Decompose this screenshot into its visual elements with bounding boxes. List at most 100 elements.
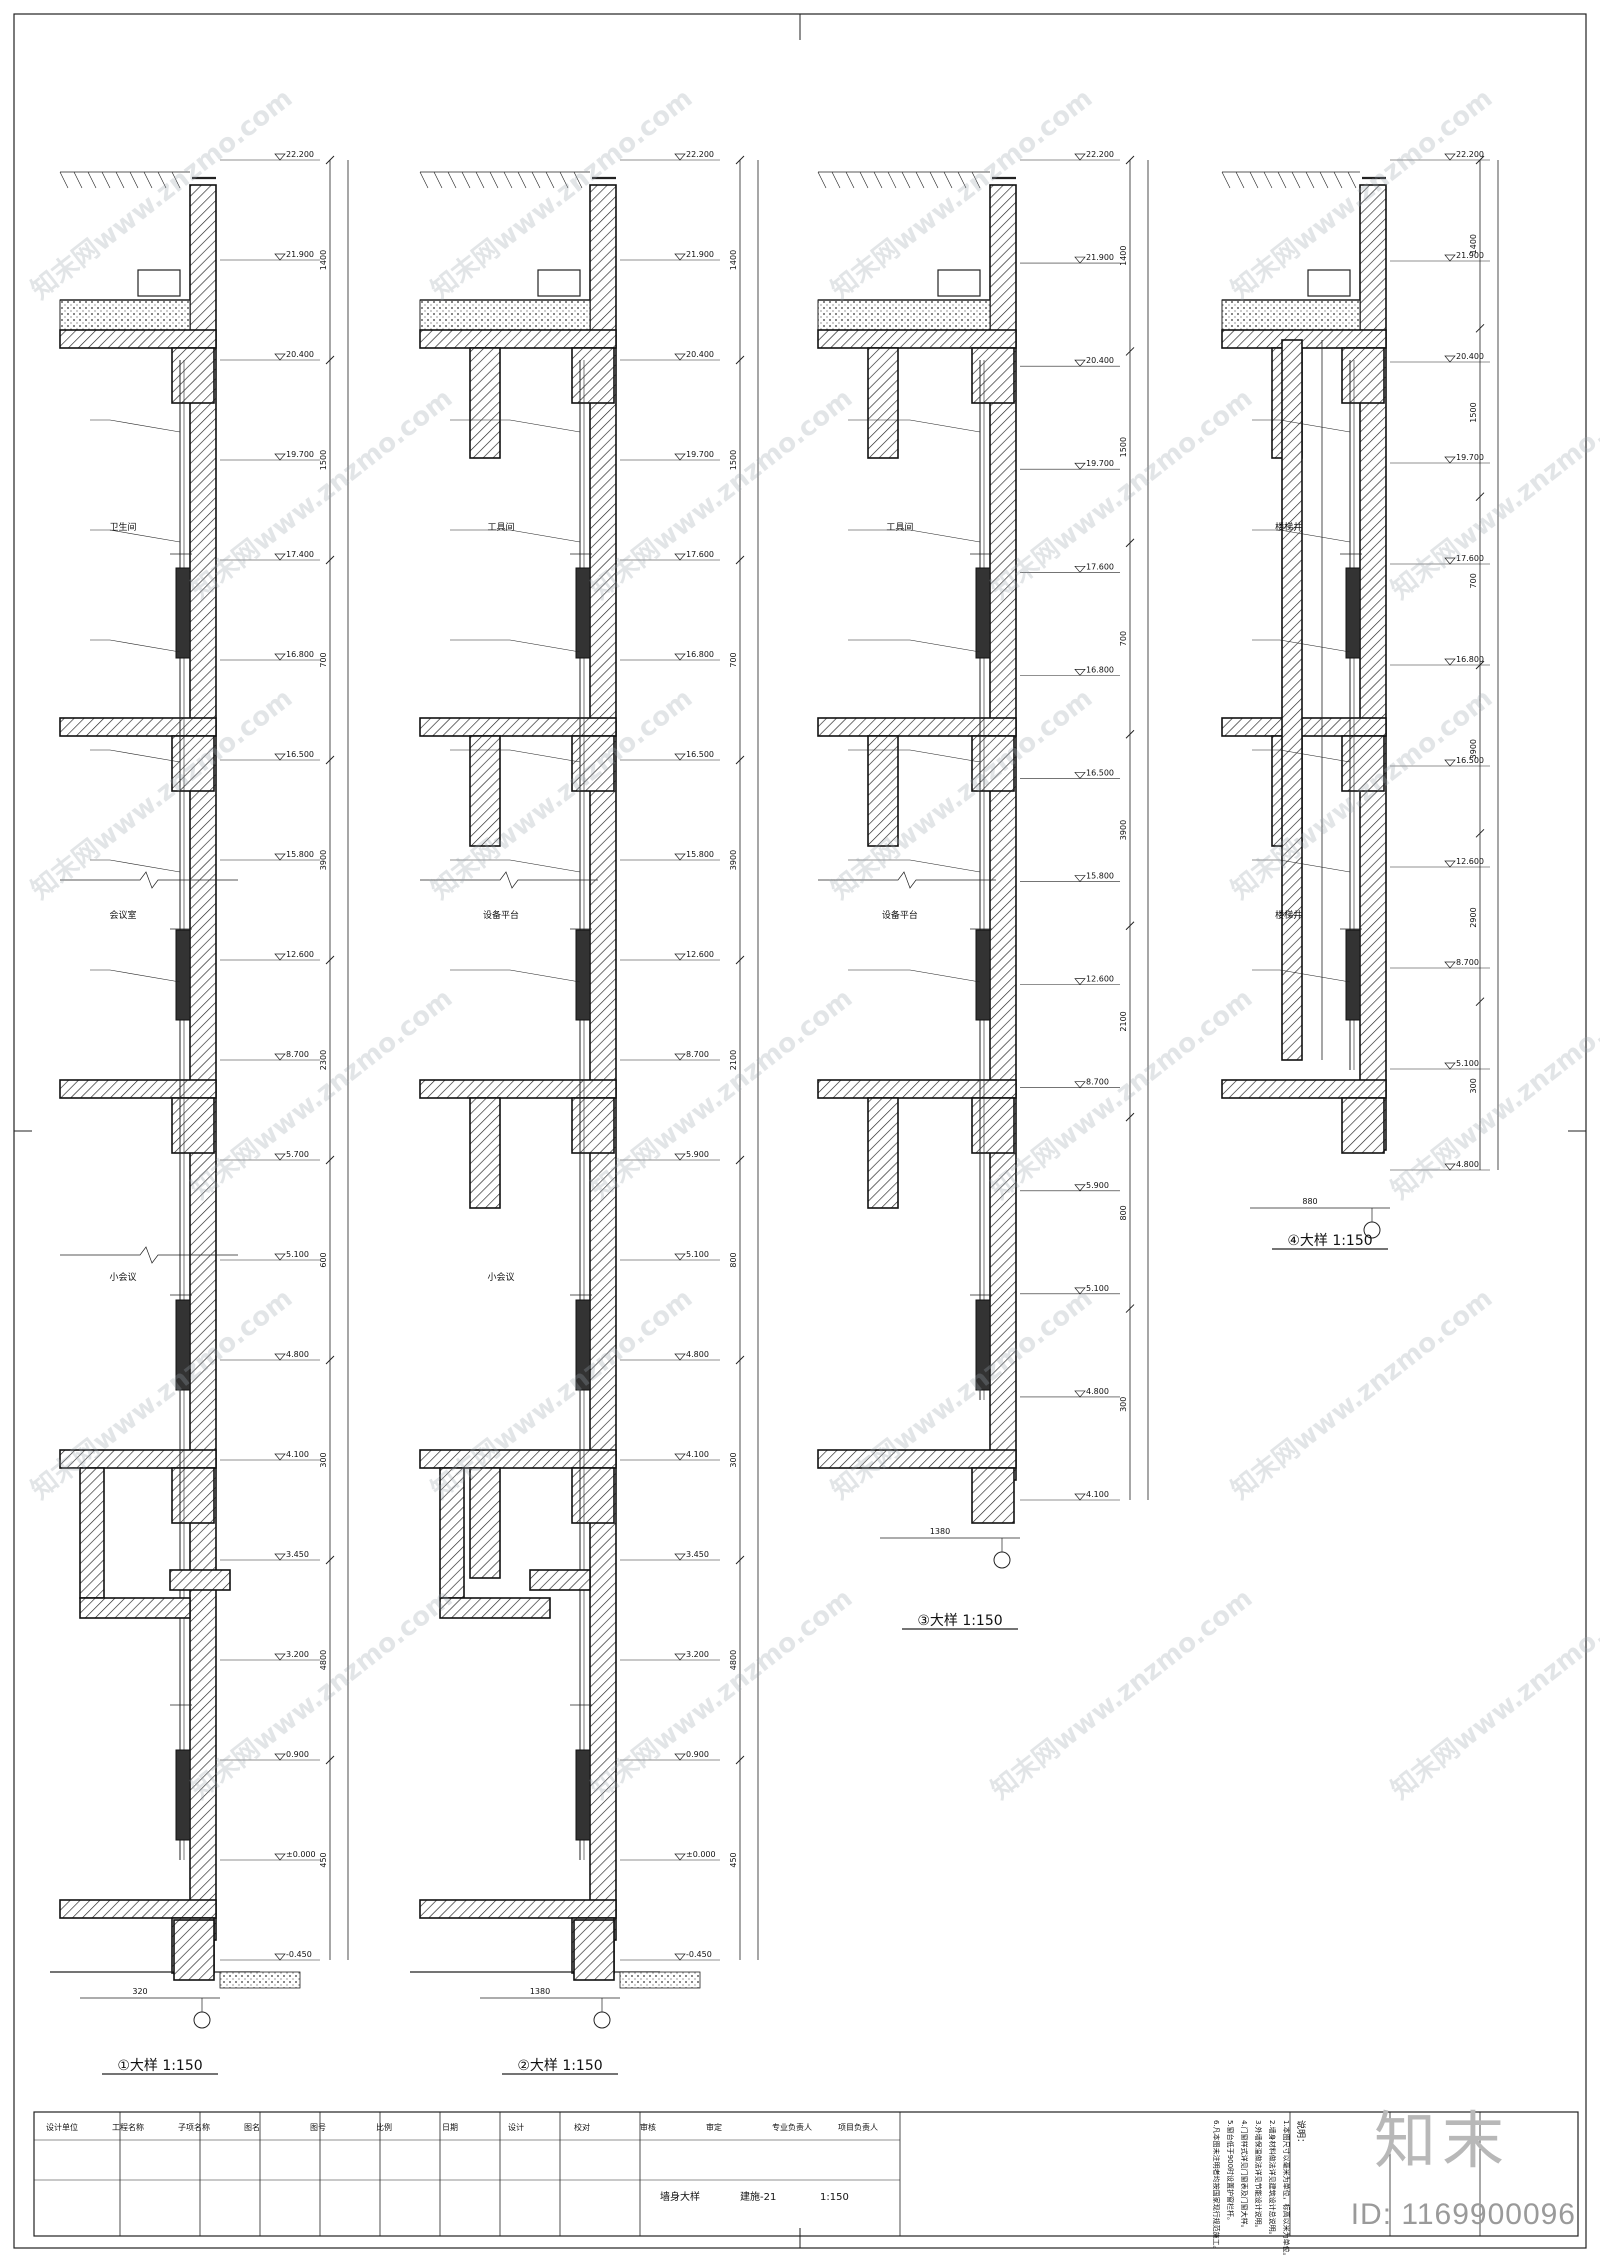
floor-slab (59, 329, 217, 404)
title-field-label: 设计单位 (46, 2122, 78, 2132)
dimension-tick (325, 1755, 335, 1765)
level-value: 12.600 (286, 950, 314, 959)
title-field-label: 比例 (376, 2122, 392, 2132)
dimension-tick (735, 1755, 745, 1765)
room-label: 工具间 (886, 521, 913, 533)
break-line (420, 871, 598, 889)
spandrel-panel (175, 1299, 191, 1391)
level-symbol (274, 1653, 286, 1661)
level-symbol (674, 1153, 686, 1161)
dimension-tick (735, 1155, 745, 1165)
gutter (1307, 269, 1351, 297)
level-symbol (1444, 456, 1456, 464)
dimension-value: 4800 (729, 1650, 738, 1670)
terrace-grass (461, 171, 471, 189)
leader-line (109, 969, 181, 983)
level-value: 16.800 (686, 650, 714, 659)
level-value: 22.200 (286, 150, 314, 159)
level-value: ±0.000 (286, 1850, 316, 1859)
level-symbol (674, 853, 686, 861)
level-value: 12.600 (1086, 975, 1114, 984)
floor-slab (817, 329, 1017, 459)
level-symbol (274, 1353, 286, 1361)
floor-slab (1221, 1079, 1387, 1154)
watermark-text: 知末网www.znzmo.com (586, 383, 858, 605)
dimension-value: 1400 (729, 250, 738, 270)
detail-caption: ①大样 1:150 (117, 2058, 202, 2074)
level-value: 4.800 (686, 1350, 709, 1359)
level-value: 17.600 (1086, 562, 1114, 571)
watermark-text: 知末网www.znzmo.com (426, 83, 698, 305)
terrace-grass (957, 171, 967, 189)
title-field-value: 1:150 (820, 2192, 849, 2203)
leader-line (1279, 419, 1351, 433)
level-marks: 22.20021.90020.40019.70017.60016.80016.5… (1390, 150, 1490, 1171)
level-symbol (1444, 355, 1456, 363)
leader-line (909, 639, 981, 653)
room-label: 会议室 (109, 909, 136, 921)
terrace-grass (73, 171, 83, 189)
slab (419, 1449, 617, 1469)
axis-bubble (193, 2011, 211, 2029)
inner-beam (469, 347, 501, 459)
level-value: 17.600 (686, 550, 714, 559)
level-symbol (1074, 256, 1086, 264)
level-value: 8.700 (286, 1050, 309, 1059)
watermark-text: 知末网www.znzmo.com (986, 383, 1258, 605)
floor-slab (419, 329, 617, 459)
level-symbol (674, 253, 686, 261)
dimension-tick (325, 955, 335, 965)
dimension-value: 700 (1119, 631, 1128, 646)
dimension-value: 1500 (729, 450, 738, 470)
watermark-text: 知末网www.znzmo.com (26, 683, 298, 905)
level-value: 21.900 (1456, 251, 1484, 260)
level-value: 0.900 (686, 1750, 709, 1759)
level-symbol (674, 553, 686, 561)
level-symbol (1444, 1062, 1456, 1070)
title-field-label: 设计 (508, 2122, 524, 2132)
level-value: 16.500 (286, 750, 314, 759)
terrace-grass (1305, 171, 1315, 189)
level-value: 5.100 (1456, 1059, 1479, 1068)
edge-beam (971, 1097, 1015, 1154)
spandrel-panel (975, 1299, 991, 1391)
terrace-grass (1291, 171, 1301, 189)
level-symbol (274, 153, 286, 161)
slab (817, 717, 1017, 737)
break-line (818, 871, 996, 889)
title-field-label: 校对 (574, 2122, 590, 2132)
terrace-grass (545, 171, 555, 189)
wall-detail-4: 22.20021.90020.40019.70017.60016.80016.5… (1221, 150, 1499, 1250)
soffit-wall (439, 1467, 465, 1599)
terrace-grass (129, 171, 139, 189)
leader-line (509, 859, 581, 873)
level-symbol (674, 953, 686, 961)
edge-beam (571, 1467, 615, 1524)
level-value: 20.400 (1456, 352, 1484, 361)
room-label: 楼梯井 (1275, 521, 1302, 533)
edge-beam (571, 347, 615, 404)
watermark-text: 知末网www.znzmo.com (826, 683, 1098, 905)
dimension-tick (735, 755, 745, 765)
slab (419, 1899, 617, 1919)
level-value: 5.900 (686, 1150, 709, 1159)
dimension-tick (1475, 323, 1485, 333)
dimension-tick (735, 1355, 745, 1365)
level-symbol (274, 453, 286, 461)
slab (419, 329, 617, 349)
dimension-value: 4800 (319, 1650, 328, 1670)
level-value: 17.400 (286, 550, 314, 559)
terrace-grass (873, 171, 883, 189)
spandrel-panel (575, 1299, 591, 1391)
footing (173, 1919, 215, 1981)
level-value: 4.100 (286, 1450, 309, 1459)
inner-beam (469, 1097, 501, 1209)
slab (59, 329, 217, 349)
level-value: 17.600 (1456, 554, 1484, 563)
level-value: 16.800 (1456, 655, 1484, 664)
spandrel-panel (575, 929, 591, 1021)
edge-beam (171, 735, 215, 792)
dimension-value: 3900 (1469, 739, 1478, 759)
terrace-grass (433, 171, 443, 189)
